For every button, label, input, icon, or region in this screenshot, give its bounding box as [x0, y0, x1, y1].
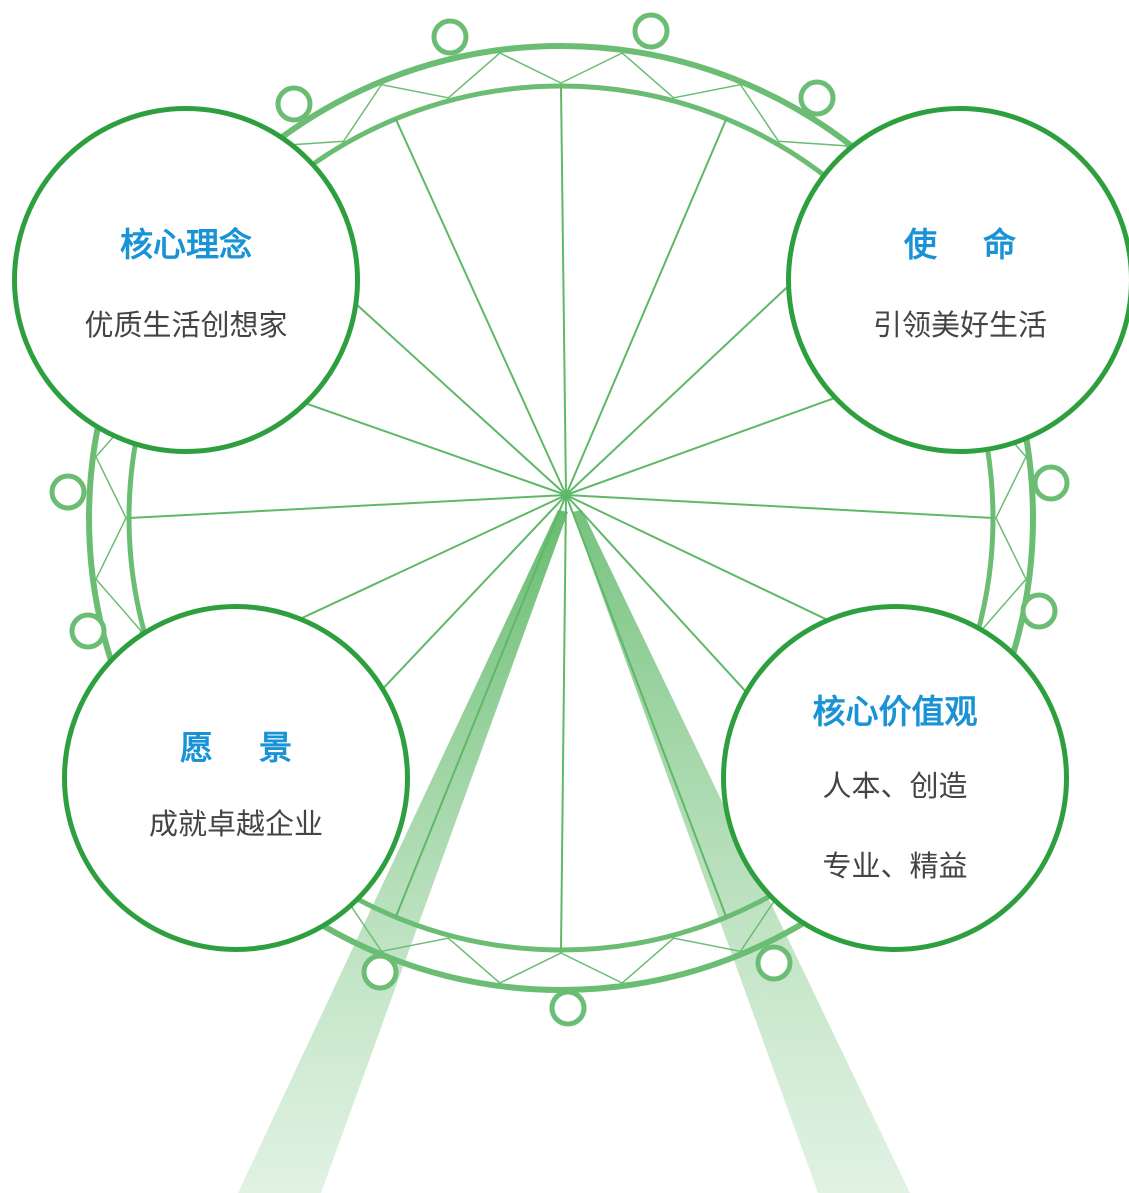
wheel-cabin: [755, 944, 793, 982]
core-concept-text: 优质生活创想家: [84, 308, 288, 342]
vision-bubble: 愿 景 成就卓越企业: [62, 604, 410, 952]
core-values-title: 核心价值观: [812, 692, 978, 731]
wheel-cabin: [1032, 464, 1070, 502]
wheel-spoke: [394, 494, 567, 918]
wheel-outer-rim: [86, 43, 1036, 993]
core-concept-title: 核心理念: [120, 225, 252, 264]
wheel-spoke: [128, 494, 567, 519]
vision-text: 成就卓越企业: [148, 807, 323, 841]
wheel-spoke: [565, 494, 728, 918]
mission-title: 使 命: [904, 225, 1016, 264]
wheel-cabin: [275, 85, 313, 123]
wheel-spoke: [560, 494, 567, 951]
wheel-cabin: [431, 18, 469, 56]
wheel-cabin: [49, 473, 87, 511]
mission-bubble: 使 命 引领美好生活: [786, 106, 1129, 454]
core-concept-bubble: 核心理念 优质生活创想家: [12, 106, 360, 454]
mission-text: 引领美好生活: [872, 308, 1047, 342]
vision-title: 愿 景: [180, 728, 292, 767]
core-values-line-1: 人本、创造: [822, 769, 968, 803]
wheel-cabin: [1020, 592, 1058, 630]
wheel-cabin: [798, 79, 836, 117]
wheel-spoke: [565, 494, 994, 519]
wheel-spoke: [565, 118, 728, 496]
wheel-cabin: [549, 989, 587, 1027]
wheel-cabins: [49, 12, 1070, 1027]
core-values-line-2: 专业、精益: [822, 849, 968, 883]
wheel-cabin: [69, 612, 107, 650]
support-beam-left: [238, 510, 568, 1193]
wheel-spoke: [394, 118, 567, 496]
wheel-cabin: [361, 953, 399, 991]
core-values-bubble: 核心价值观 人本、创造 专业、精益: [721, 604, 1069, 952]
wheel-spoke: [560, 85, 567, 496]
wheel-cabin: [632, 12, 670, 50]
